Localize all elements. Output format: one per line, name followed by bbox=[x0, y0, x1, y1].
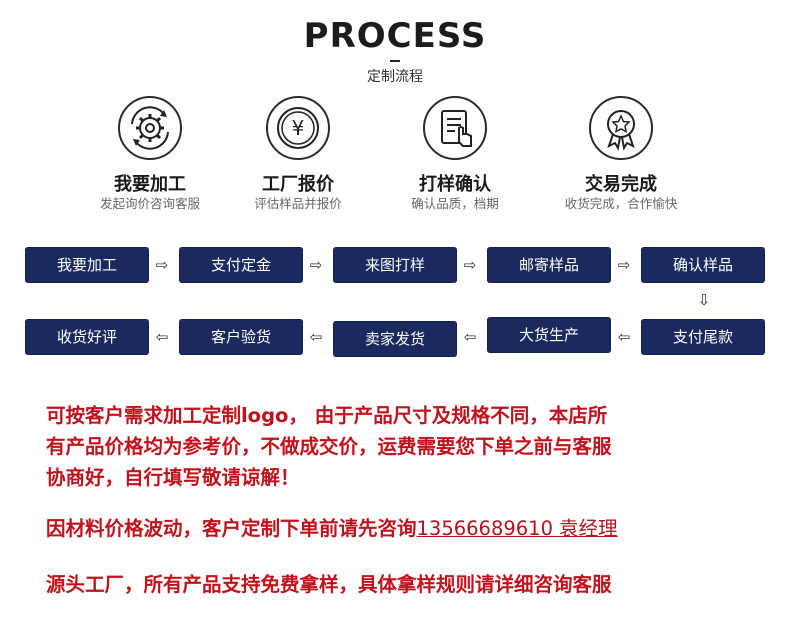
arrow-left-icon: ⇦ bbox=[155, 328, 169, 346]
arrow-right-icon: ⇨ bbox=[617, 256, 631, 274]
flow-step-box: 收货好评 bbox=[26, 320, 148, 354]
step-desc: 评估样品并报价 bbox=[254, 196, 342, 211]
arrow-right-icon: ⇨ bbox=[463, 256, 477, 274]
phone-contact-link[interactable]: 13566689610 袁经理 bbox=[416, 517, 618, 540]
yen-coin-icon: ¥ bbox=[266, 96, 330, 160]
page-title: PROCESS bbox=[303, 16, 487, 56]
flow-step-box: 我要加工 bbox=[26, 248, 148, 282]
note-line: 源头工厂，所有产品支持免费拿样，具体拿样规则请详细咨询客服 bbox=[46, 573, 612, 596]
gear-cycle-icon bbox=[118, 96, 182, 160]
note-line: 协商好，自行填写敬请谅解！ bbox=[46, 466, 300, 489]
flow-step-box: 支付定金 bbox=[180, 248, 302, 282]
flow-step-box: 确认样品 bbox=[642, 248, 764, 282]
step-desc: 确认品质，档期 bbox=[411, 196, 499, 211]
arrow-down-icon: ⇩ bbox=[697, 291, 711, 309]
document-hand-icon bbox=[423, 96, 487, 160]
star-badge-icon bbox=[589, 96, 653, 160]
title-divider bbox=[390, 60, 400, 62]
page-subtitle: 定制流程 bbox=[367, 69, 423, 85]
note-line: 有产品价格均为参考价，不做成交价，运费需要您下单之前与客服 bbox=[46, 435, 612, 458]
arrow-right-icon: ⇨ bbox=[155, 256, 169, 274]
arrow-left-icon: ⇦ bbox=[463, 328, 477, 346]
flow-step-box: 大货生产 bbox=[488, 318, 610, 352]
flow-step-box: 来图打样 bbox=[334, 248, 456, 282]
arrow-left-icon: ⇦ bbox=[617, 328, 631, 346]
flow-step-box: 邮寄样品 bbox=[488, 248, 610, 282]
step-title: 打样确认 bbox=[419, 174, 491, 195]
step-title: 我要加工 bbox=[114, 174, 186, 195]
flow-step-box: 支付尾款 bbox=[642, 320, 764, 354]
flow-step-box: 卖家发货 bbox=[334, 322, 456, 356]
note-line: 可按客户需求加工定制logo， 由于产品尺寸及规格不同，本店所 bbox=[46, 404, 608, 427]
arrow-right-icon: ⇨ bbox=[309, 256, 323, 274]
arrow-left-icon: ⇦ bbox=[309, 328, 323, 346]
step-desc: 发起询价咨询客服 bbox=[99, 196, 200, 211]
svg-text:¥: ¥ bbox=[292, 116, 305, 140]
flow-step-box: 客户验货 bbox=[180, 320, 302, 354]
note-consult-text: 因材料价格波动，客户定制下单前请先咨询 bbox=[46, 517, 417, 540]
step-desc: 收货完成，合作愉快 bbox=[564, 196, 678, 211]
step-title: 交易完成 bbox=[585, 174, 657, 195]
step-title: 工厂报价 bbox=[262, 174, 334, 195]
note-line-consult: 因材料价格波动，客户定制下单前请先咨询13566689610 袁经理 bbox=[46, 513, 618, 544]
